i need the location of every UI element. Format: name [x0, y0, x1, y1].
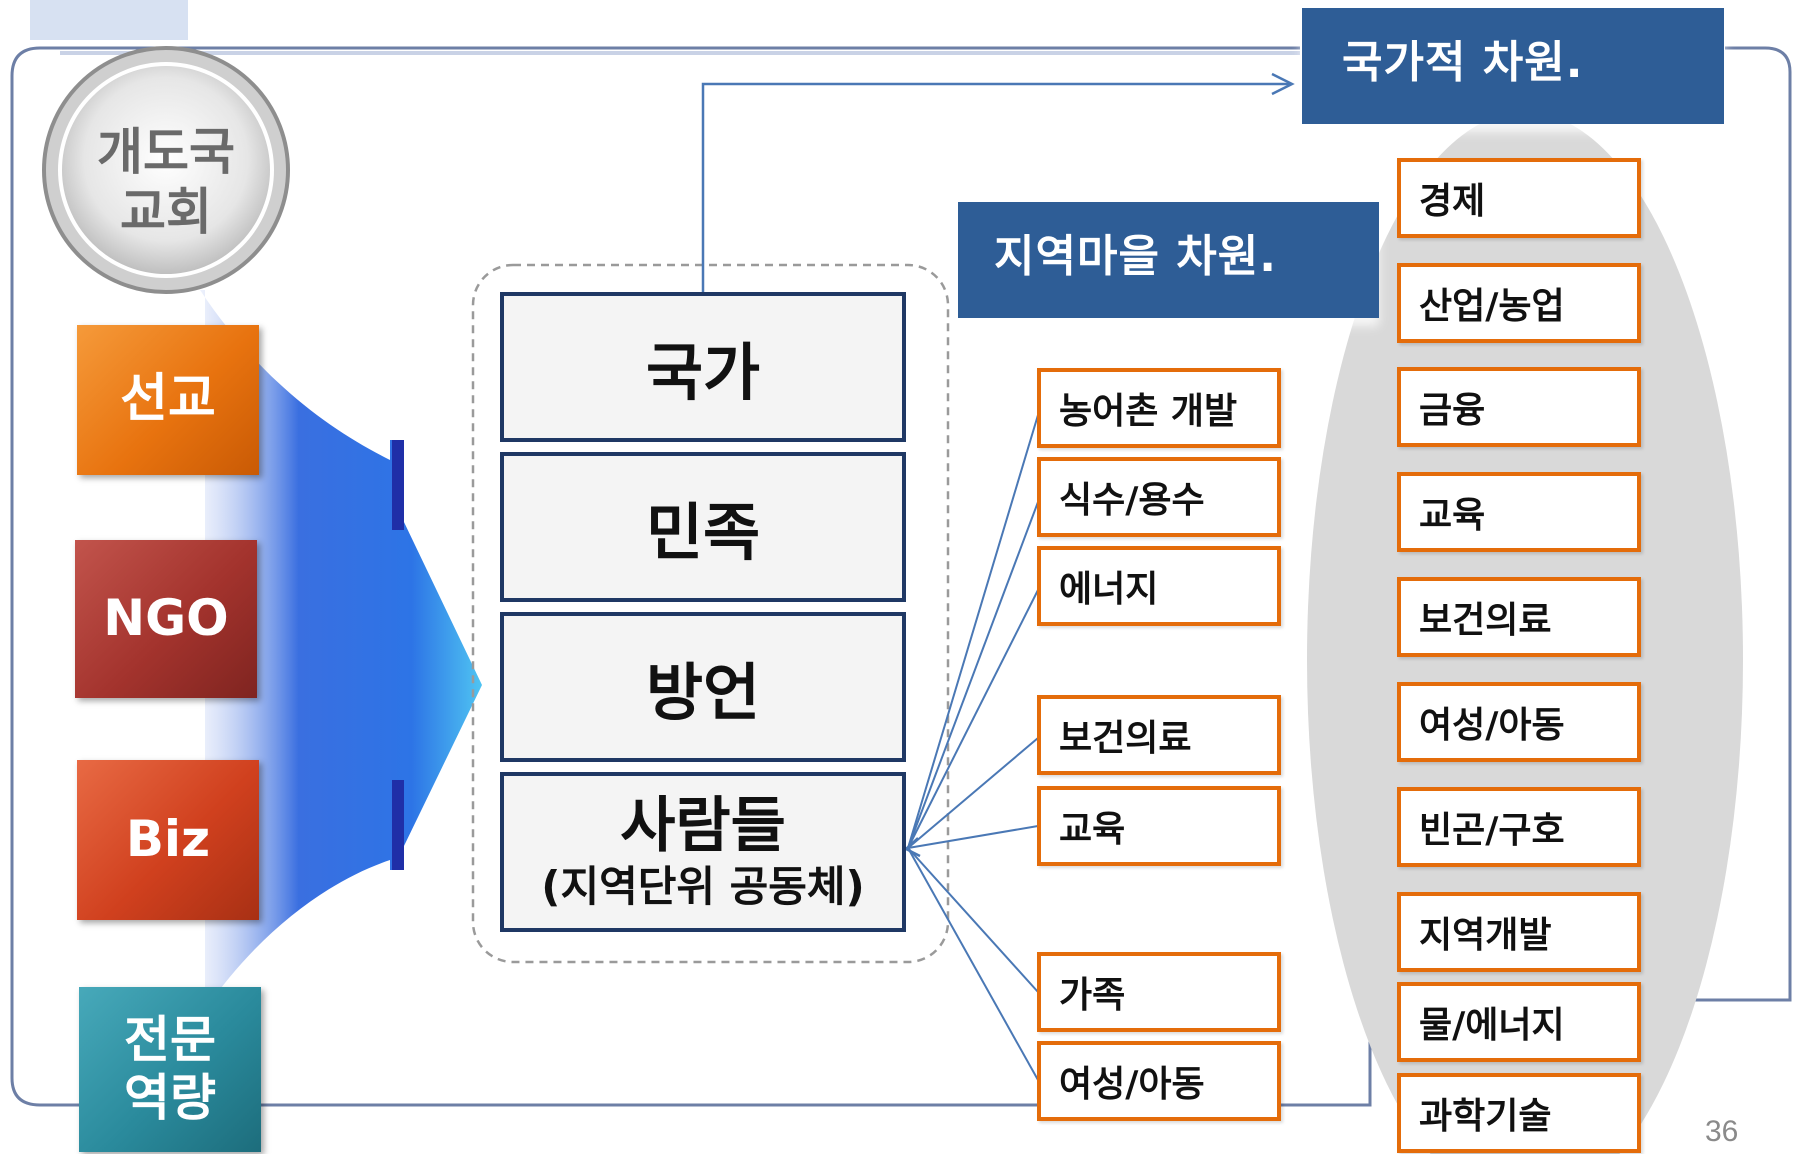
- village-item: 에너지: [1037, 546, 1281, 626]
- badge-line2: 교회: [120, 183, 212, 241]
- village-item: 보건의료: [1037, 695, 1281, 775]
- national-item: 지역개발: [1397, 892, 1641, 972]
- connector-line: [907, 847, 1039, 1081]
- core-ethnic-label: 민족: [645, 496, 761, 569]
- connector-line: [907, 589, 1039, 849]
- badge-line1: 개도국: [97, 123, 235, 181]
- village-level-title: 지역마을 차원.: [994, 231, 1277, 282]
- national-item-label: 산업/농업: [1419, 286, 1565, 327]
- national-item-label: 빈곤/구호: [1419, 810, 1565, 851]
- village-item-label: 에너지: [1059, 569, 1159, 610]
- national-item-label: 경제: [1419, 181, 1486, 222]
- national-item-label: 지역개발: [1419, 915, 1552, 956]
- national-item-label: 보건의료: [1419, 600, 1552, 641]
- core-dashed-frame: [471, 263, 950, 964]
- national-item-label: 교육: [1419, 495, 1486, 536]
- village-item-label: 교육: [1059, 809, 1126, 850]
- village-item-label: 가족: [1059, 975, 1126, 1016]
- connector-line: [907, 737, 1039, 849]
- national-item-label: 물/에너지: [1419, 1005, 1565, 1046]
- village-item-label: 여성/아동: [1059, 1064, 1205, 1105]
- actor-ngo: NGO: [75, 540, 257, 698]
- outer-frame: [10, 46, 1792, 1107]
- village-level-banner: 지역마을 차원.: [958, 202, 1379, 318]
- corner-tab: [30, 0, 188, 40]
- core-people-sublabel: (지역단위 공동체): [541, 862, 865, 911]
- actor-mission: 선교: [77, 325, 259, 475]
- village-item: 가족: [1037, 952, 1281, 1032]
- page-number: 36: [1705, 1115, 1739, 1148]
- national-item: 산업/농업: [1397, 263, 1641, 343]
- village-item-label: 식수/용수: [1059, 480, 1205, 521]
- national-level-banner: 국가적 차원.: [1302, 8, 1724, 124]
- connector-line: [907, 501, 1039, 849]
- core-nation-label: 국가: [645, 336, 761, 409]
- village-item-label: 농어촌 개발: [1059, 391, 1238, 432]
- village-item: 농어촌 개발: [1037, 368, 1281, 448]
- national-level-title: 국가적 차원.: [1342, 37, 1584, 88]
- village-item: 여성/아동: [1037, 1041, 1281, 1121]
- village-item: 식수/용수: [1037, 457, 1281, 537]
- national-item: 교육: [1397, 472, 1641, 552]
- national-item: 빈곤/구호: [1397, 787, 1641, 867]
- core-nation: 국가: [500, 292, 906, 442]
- national-item: 과학기술: [1397, 1073, 1641, 1153]
- village-item-label: 보건의료: [1059, 718, 1192, 759]
- actor-mission-label: 선교: [120, 369, 216, 430]
- core-people-label: 사람들: [620, 791, 786, 861]
- funnel-arrow: [200, 290, 482, 1010]
- actor-expertise: 전문 역량: [79, 987, 261, 1152]
- connector-line: [907, 825, 1039, 849]
- actor-expertise-line2: 역량: [124, 1068, 216, 1127]
- national-item-label: 과학기술: [1419, 1096, 1552, 1137]
- national-item: 물/에너지: [1397, 982, 1641, 1062]
- national-item: 여성/아동: [1397, 682, 1641, 762]
- actor-expertise-line1: 전문: [124, 1011, 216, 1069]
- core-dialect-label: 방언: [645, 656, 761, 729]
- nation-link-arrow: [701, 82, 1290, 292]
- actor-biz: Biz: [77, 760, 259, 920]
- national-item: 경제: [1397, 158, 1641, 238]
- national-item-label: 여성/아동: [1419, 705, 1565, 746]
- national-item: 보건의료: [1397, 577, 1641, 657]
- actor-ngo-label: NGO: [103, 589, 229, 648]
- church-badge: 개도국 교회: [66, 122, 266, 242]
- village-item: 교육: [1037, 786, 1281, 866]
- core-ethnic: 민족: [500, 452, 906, 602]
- connector-line: [907, 847, 1039, 993]
- connector-line: [907, 414, 1039, 849]
- core-dialect: 방언: [500, 612, 906, 762]
- national-item-label: 금융: [1419, 390, 1486, 431]
- national-item: 금융: [1397, 367, 1641, 447]
- actor-biz-label: Biz: [125, 810, 211, 869]
- core-people: 사람들 (지역단위 공동체): [500, 772, 906, 932]
